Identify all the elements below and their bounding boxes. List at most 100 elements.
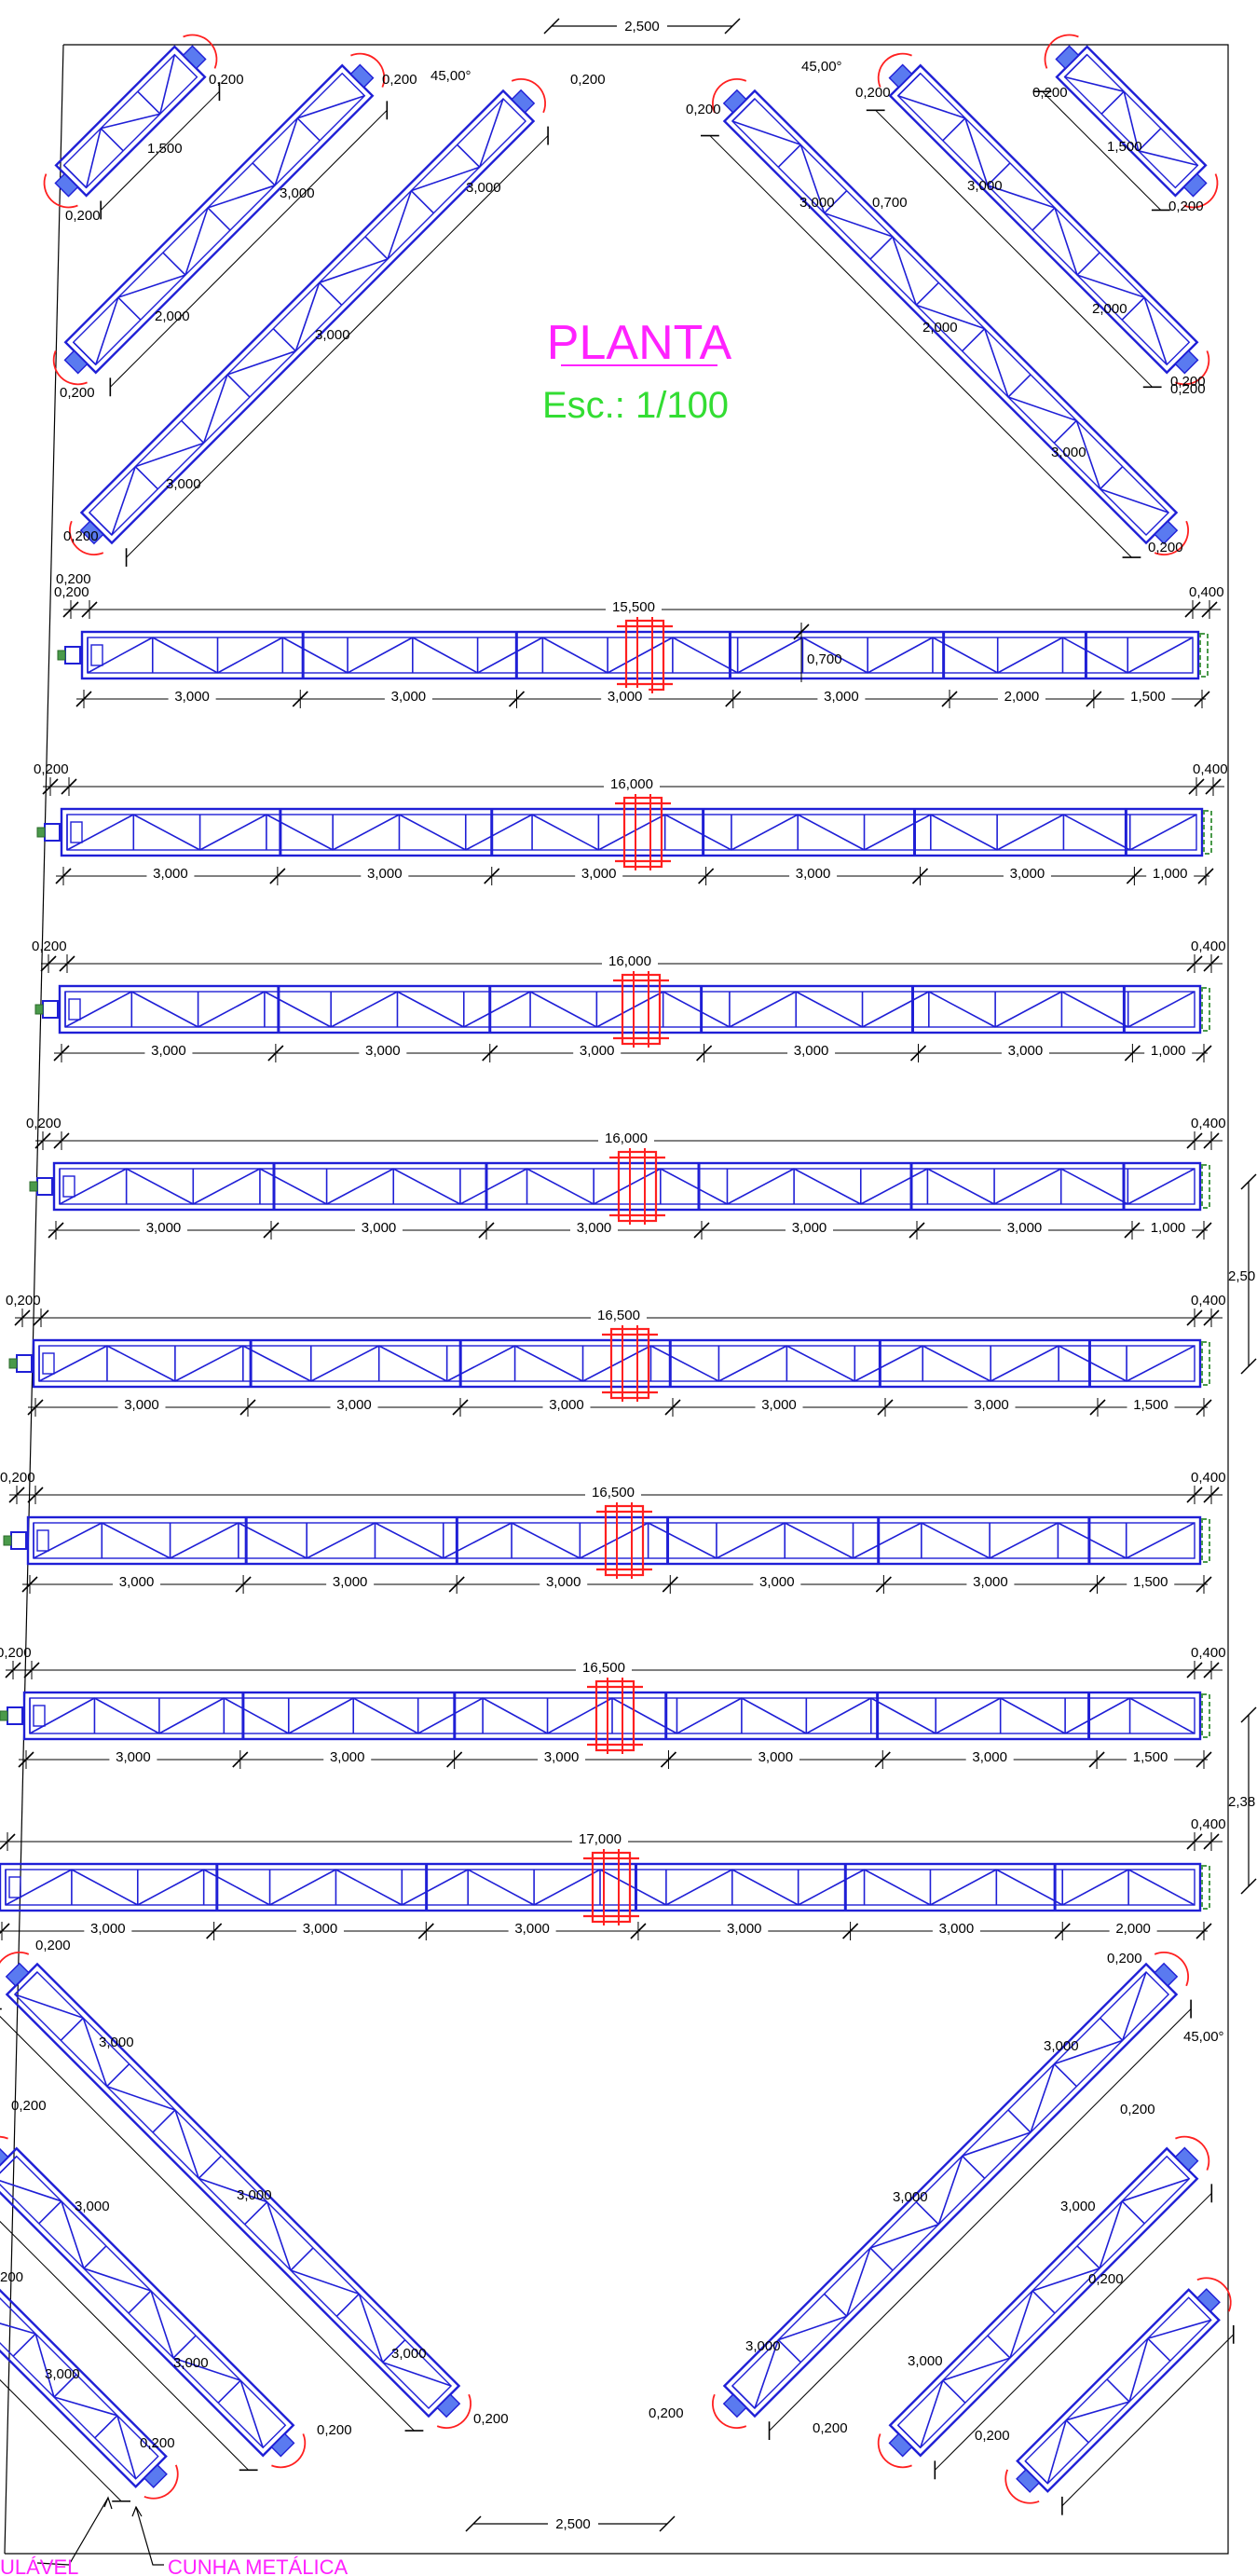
truss-vertical: [897, 73, 922, 97]
truss-diagonal: [595, 991, 664, 1028]
label-mask: [966, 1573, 1015, 1589]
diagonal-label: 3,000: [908, 2353, 943, 2369]
truss-diagonal-tl-short: [43, 34, 221, 220]
truss-diagonal: [1127, 991, 1196, 1028]
label-mask: [117, 1396, 166, 1412]
anchor-arc: [43, 173, 78, 209]
row-right-offset: 0,400: [1191, 1470, 1226, 1486]
truss-vertical: [731, 2385, 756, 2409]
truss-diagonal: [137, 1869, 205, 1906]
row-total-length: 16,500: [582, 1660, 625, 1676]
end-stiffener: [70, 821, 83, 843]
truss-diagonal: [399, 814, 467, 851]
truss-diagonal: [61, 2200, 85, 2269]
row-left-offset: 0,200: [32, 939, 67, 954]
end-connector: [63, 349, 89, 375]
end-connector: [1055, 45, 1080, 70]
truss-diagonal: [29, 1697, 95, 1734]
segment-length: 3,000: [174, 689, 210, 705]
truss-diagonal: [987, 185, 1056, 209]
anchor-arc: [143, 2464, 179, 2500]
truss-diagonal: [1000, 1697, 1066, 1734]
truss-diagonal: [599, 1869, 667, 1906]
segment-length: 1,500: [1133, 1749, 1168, 1765]
label-mask: [570, 1219, 618, 1235]
segment-length: 1,500: [1133, 1397, 1168, 1413]
truss-diagonal: [870, 1697, 936, 1734]
site-boundary: [5, 44, 1229, 2555]
truss-vertical: [38, 2200, 62, 2225]
end-connector: [54, 172, 79, 198]
truss-vertical: [1100, 90, 1125, 115]
truss-vertical: [100, 128, 124, 152]
right-end-plate: [1201, 1164, 1210, 1209]
truss-diagonal-tl-long: [69, 78, 549, 567]
dimension-tick: [866, 109, 1162, 389]
row-left-offset: 0,200: [26, 1116, 61, 1131]
truss-diagonal: [223, 1697, 290, 1734]
length-dimension-line: [875, 109, 1154, 388]
end-connector: [1196, 2288, 1221, 2313]
truss-vertical: [942, 2379, 966, 2404]
segment-length: 3,000: [974, 1397, 1009, 1413]
anchor-arc: [712, 2393, 747, 2429]
truss-diagonal: [266, 814, 334, 851]
truss-vertical: [73, 341, 97, 365]
diagonal-label: 0,200: [1170, 381, 1206, 397]
end-connector: [888, 2432, 913, 2458]
row-left-offset: 0,200: [54, 584, 89, 600]
truss-diagonal: [1032, 2268, 1100, 2292]
right-end-plate: [1199, 633, 1209, 678]
truss-diagonal: [854, 1345, 923, 1382]
left-end-connector: [7, 1706, 23, 1725]
truss-diagonal: [319, 258, 389, 284]
truss-diagonal: [922, 1345, 991, 1382]
segment-length: 1,000: [1151, 1220, 1186, 1236]
anchor-arc: [1044, 34, 1079, 69]
label-mask: [606, 598, 662, 614]
truss-frame: [80, 630, 1200, 680]
row-left-offset: 0,200: [34, 761, 69, 777]
row-total-length: 15,500: [612, 599, 655, 615]
side-dimension-2-label: 2,38: [1228, 1794, 1255, 1810]
truss-diagonal: [85, 128, 102, 188]
truss-vertical: [272, 328, 296, 352]
segment-length: 3,000: [577, 1220, 612, 1236]
truss-diagonal: [192, 1168, 261, 1205]
truss-vertical: [63, 164, 88, 188]
truss-diagonal: [66, 814, 134, 851]
truss-diagonal: [799, 144, 826, 213]
truss-vertical: [1100, 2017, 1124, 2041]
segment-length: 3,000: [972, 1749, 1007, 1765]
left-end-plate: [29, 1181, 38, 1192]
diagonal-label: 2,000: [155, 308, 190, 324]
truss-diagonal: [754, 2339, 780, 2409]
segment-length: 3,000: [824, 689, 859, 705]
segment-length: 3,000: [367, 866, 403, 882]
truss-diagonal: [579, 1522, 649, 1559]
splice-box: [604, 1504, 645, 1577]
truss-vertical: [83, 2245, 107, 2269]
truss-diagonal: [158, 1697, 225, 1734]
anchor-arc: [350, 52, 386, 88]
truss-diagonal: [306, 1522, 376, 1559]
truss-diagonal: [117, 274, 186, 298]
truss-diagonal: [995, 1869, 1063, 1906]
end-stiffener: [36, 1529, 49, 1552]
truss-vertical: [181, 419, 205, 444]
truss-diagonal-tr-short: [1032, 34, 1219, 212]
truss-diagonal: [326, 1168, 394, 1205]
truss-diagonal: [1147, 2319, 1211, 2339]
anchor-arc: [1004, 2469, 1040, 2504]
truss-diagonal: [198, 991, 266, 1028]
truss-diagonal: [665, 1869, 733, 1906]
truss-diagonal: [238, 1522, 307, 1559]
truss-vertical: [962, 2155, 986, 2179]
row-right-offset: 0,400: [1191, 939, 1226, 954]
truss-vertical: [60, 2017, 84, 2041]
truss-diagonal: [928, 991, 996, 1028]
truss-diagonal: [853, 1522, 922, 1559]
truss-diagonal: [38, 1345, 108, 1382]
